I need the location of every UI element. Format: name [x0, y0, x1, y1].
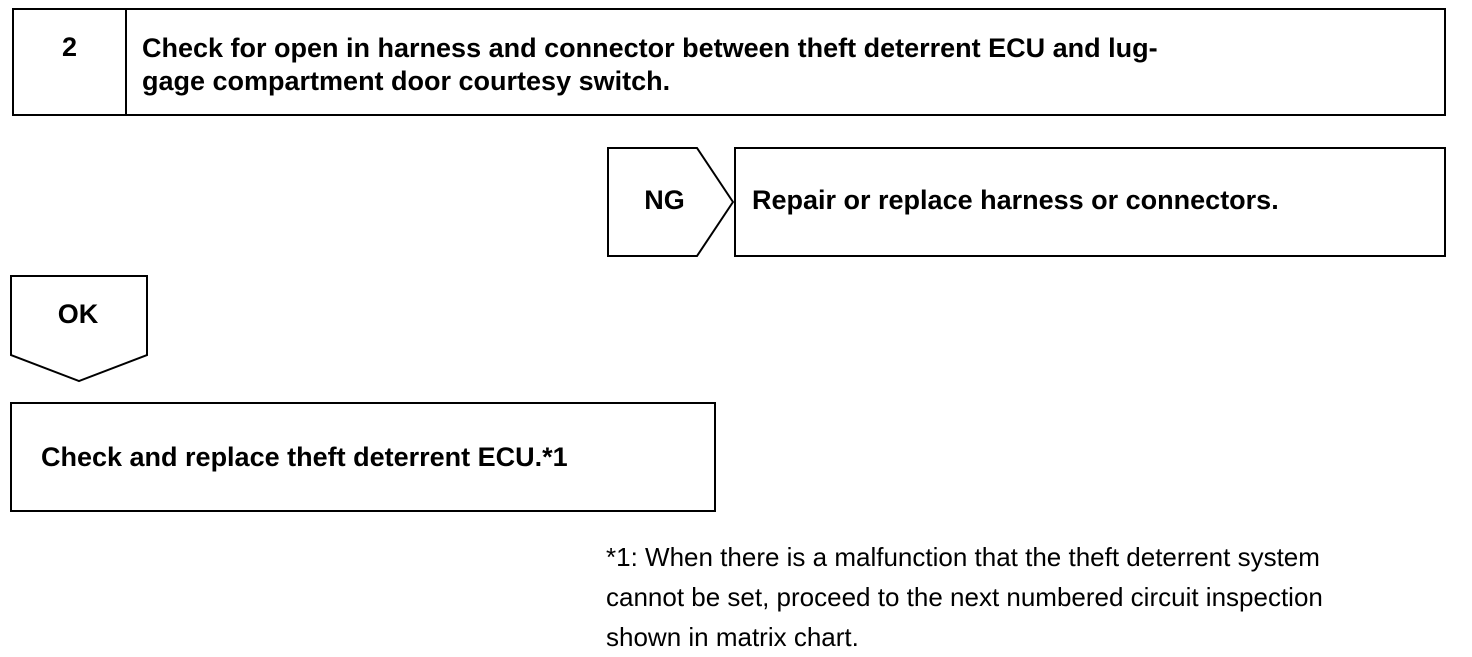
footnote-line-1: *1: When there is a malfunction that the… [606, 542, 1320, 572]
ng-action-text: Repair or replace harness or connectors. [752, 185, 1279, 215]
ng-label: NG [644, 185, 685, 215]
step-header-box: 2 Check for open in harness and connecto… [12, 8, 1446, 116]
ng-arrow-shape [607, 147, 734, 257]
footnote-line-2: cannot be set, proceed to the next numbe… [606, 582, 1323, 612]
ok-action-box: Check and replace theft deterrent ECU.*1 [10, 402, 716, 512]
step-title-line-2: gage compartment door courtesy switch. [142, 66, 671, 96]
footnote: *1: When there is a malfunction that the… [606, 537, 1456, 657]
step-number: 2 [14, 10, 127, 114]
step-title: Check for open in harness and connector … [142, 32, 1422, 98]
ok-action-text: Check and replace theft deterrent ECU.*1 [41, 442, 568, 472]
ng-action-box: Repair or replace harness or connectors. [734, 147, 1446, 257]
ok-arrow-shape [10, 275, 148, 383]
step-title-line-1: Check for open in harness and connector … [142, 33, 1158, 63]
footnote-line-3: shown in matrix chart. [606, 622, 859, 652]
ok-label: OK [57, 299, 99, 329]
